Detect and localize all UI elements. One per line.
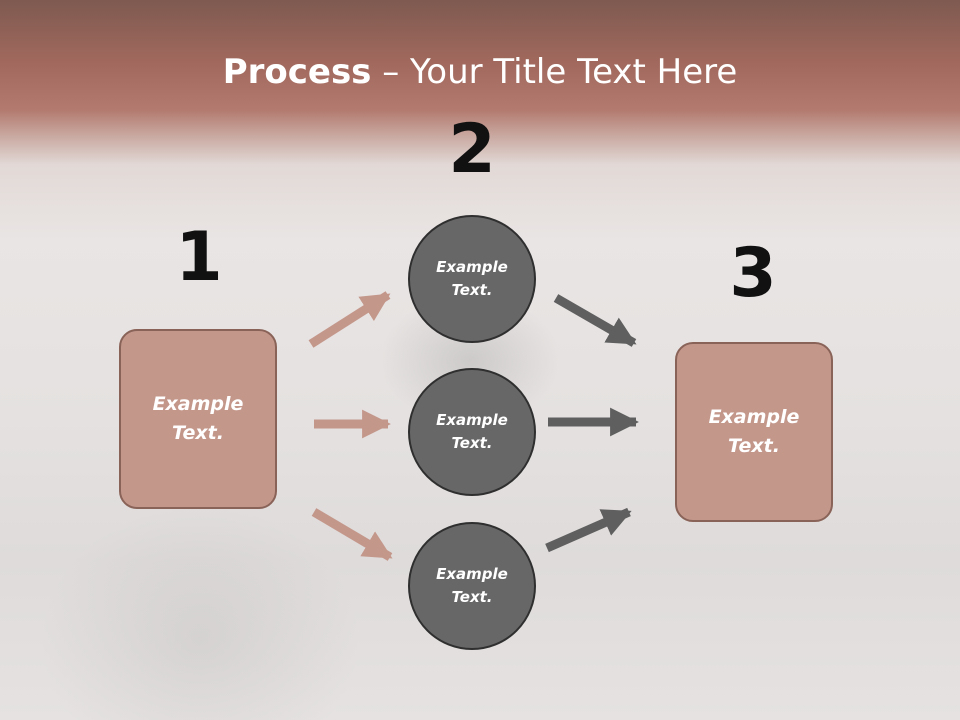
step-3-text: Example Text. bbox=[708, 406, 800, 457]
circle-middle-text: Example Text. bbox=[436, 411, 508, 452]
step-2-circle-middle: Example Text. bbox=[408, 368, 536, 496]
step-2-circle-top: Example Text. bbox=[408, 215, 536, 343]
step-1-box: Example Text. bbox=[119, 329, 277, 509]
circle-bottom-text: Example Text. bbox=[436, 565, 508, 606]
arrow-circle-bottom-to-box3 bbox=[545, 507, 632, 553]
step-2-circle-bottom: Example Text. bbox=[408, 522, 536, 650]
arrow-box1-to-circle-top bbox=[308, 291, 391, 348]
slide-title: Process – Your Title Text Here bbox=[0, 52, 960, 92]
circle-top-text: Example Text. bbox=[436, 258, 508, 299]
title-rest: – Your Title Text Here bbox=[371, 52, 738, 92]
step-1-text: Example Text. bbox=[152, 393, 244, 444]
step-number-1: 1 bbox=[175, 218, 223, 297]
title-strong: Process bbox=[222, 52, 372, 92]
step-number-3: 3 bbox=[729, 234, 777, 313]
arrow-box1-to-circle-bottom bbox=[311, 508, 393, 561]
step-3-box: Example Text. bbox=[675, 342, 833, 522]
arrow-circle-top-to-box3 bbox=[553, 294, 637, 347]
step-number-2: 2 bbox=[448, 110, 496, 189]
